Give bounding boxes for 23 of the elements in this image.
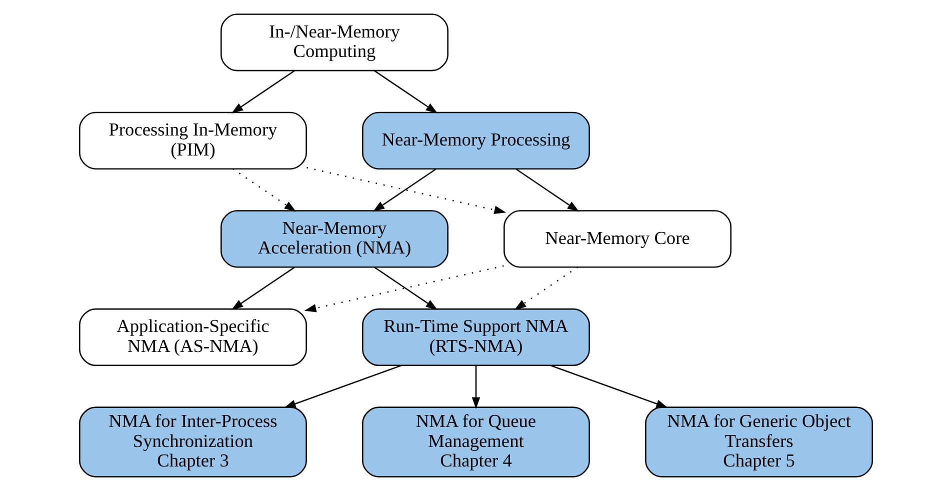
arrow <box>231 70 296 113</box>
node-box: Near-Memory Processing <box>362 111 590 169</box>
node-box: In-/Near-Memory Computing <box>220 13 448 71</box>
arrow <box>306 166 506 214</box>
node-box: NMA for Inter-Process Synchronization Chapter 3 <box>79 406 307 477</box>
arrow <box>472 365 480 409</box>
arrow <box>550 364 668 408</box>
node-box: NMA for Queue Management Chapter 4 <box>362 406 590 477</box>
arrow <box>284 364 402 408</box>
arrow <box>372 168 437 212</box>
arrow <box>515 168 580 212</box>
node-box: Processing In-Memory (PIM) <box>79 111 307 169</box>
node-box: Near-Memory Core <box>504 210 732 268</box>
arrow <box>374 266 438 310</box>
node-box: NMA for Generic Object Transfers Chapter 5 <box>645 406 873 477</box>
arrow <box>231 266 296 310</box>
arrow <box>374 70 438 113</box>
node-box: Application-Specific NMA (AS-NMA) <box>79 308 307 366</box>
arrow <box>232 168 296 212</box>
arrow <box>514 266 578 310</box>
arrow <box>304 264 504 312</box>
node-box: Near-Memory Acceleration (NMA) <box>220 210 448 268</box>
node-box: Run-Time Support NMA (RTS-NMA) <box>362 308 590 366</box>
